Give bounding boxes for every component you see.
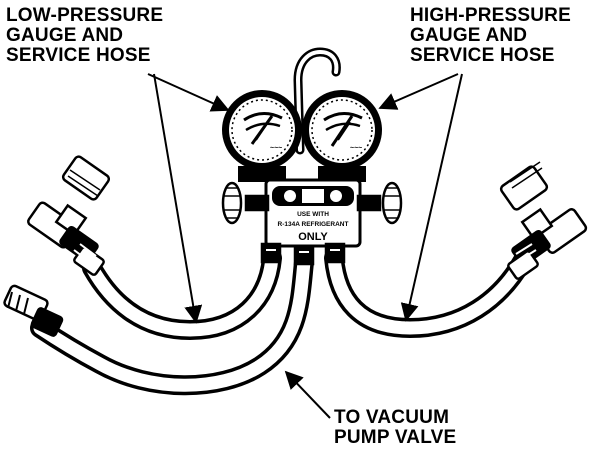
vacuum-hose [30, 252, 314, 396]
left-quick-coupler [27, 155, 111, 276]
vacuum-pump-label-line2: PUMP VALVE [334, 427, 457, 448]
low-pressure-label-line2: GAUGE AND [6, 25, 124, 46]
low-side-valve-knob [221, 181, 270, 225]
high-gauge-arrow [378, 73, 459, 110]
vacuum-arrow [284, 370, 331, 419]
vacuum-pump-label-line1: TO VACUUM [334, 407, 450, 428]
manifold-plate-line1: USE WITH [297, 211, 329, 218]
vacuum-pump-label: TO VACUUM PUMP VALVE [334, 408, 456, 448]
right-service-hose [324, 248, 532, 339]
hanger-hook [293, 47, 341, 155]
manifold-ports [260, 242, 346, 266]
low-pressure-label-line3: SERVICE HOSE [6, 45, 151, 66]
leader-lines [147, 73, 463, 419]
svg-text:~~~: ~~~ [270, 145, 282, 152]
manifold-body [264, 178, 362, 248]
high-pressure-label-line2: GAUGE AND [410, 25, 528, 46]
manifold-plate-line2: R-134A REFRIGERANT [278, 221, 349, 228]
svg-text:~~~: ~~~ [350, 145, 362, 152]
low-hose-arrow [153, 73, 203, 324]
left-service-hose [82, 248, 282, 341]
high-pressure-label: HIGH-PRESSURE GAUGE AND SERVICE HOSE [410, 6, 571, 66]
low-pressure-gauge: ~~~ [222, 90, 302, 182]
low-gauge-arrow [147, 73, 230, 112]
low-pressure-label-line1: LOW-PRESSURE [6, 5, 164, 26]
vacuum-hose-fitting [3, 284, 64, 337]
high-pressure-gauge: ~~~ [302, 90, 382, 182]
high-hose-arrow [400, 73, 463, 322]
high-side-valve-knob [356, 181, 403, 225]
manifold-plate-line3: ONLY [298, 231, 328, 243]
right-quick-coupler [499, 161, 588, 280]
high-pressure-label-line1: HIGH-PRESSURE [410, 5, 571, 26]
low-pressure-label: LOW-PRESSURE GAUGE AND SERVICE HOSE [6, 6, 163, 66]
high-pressure-label-line3: SERVICE HOSE [410, 45, 555, 66]
